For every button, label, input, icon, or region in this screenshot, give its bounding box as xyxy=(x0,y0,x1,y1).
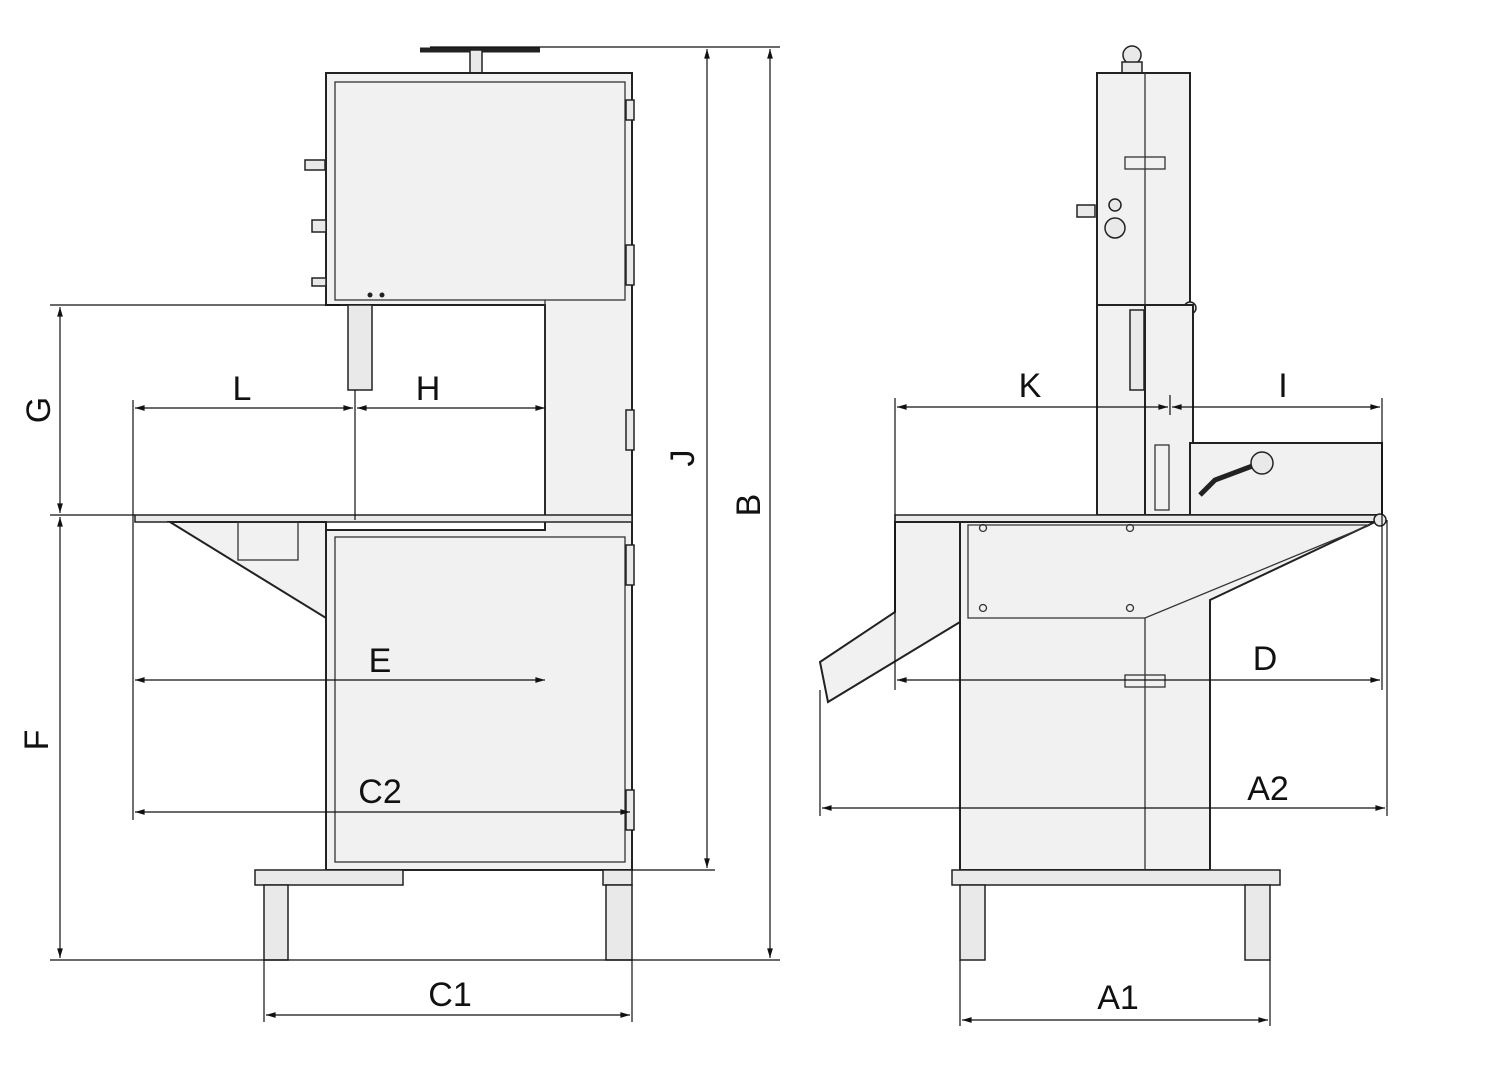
label-A2: A2 xyxy=(1247,770,1289,808)
label-F: F xyxy=(18,730,56,751)
label-K: K xyxy=(1019,367,1042,405)
front-table xyxy=(134,514,633,523)
label-B: B xyxy=(730,494,768,517)
blade-guide xyxy=(347,304,373,391)
front-view-machine xyxy=(134,47,635,961)
label-G: G xyxy=(20,397,58,423)
label-J: J xyxy=(664,450,702,467)
label-L: L xyxy=(233,370,252,408)
side-base xyxy=(951,869,1281,886)
front-leg-right xyxy=(605,884,633,961)
side-chute xyxy=(818,521,961,704)
front-bracket xyxy=(166,521,327,620)
label-D: D xyxy=(1253,640,1278,678)
side-table xyxy=(894,514,1383,523)
front-leg-left xyxy=(263,884,289,961)
side-leg-right xyxy=(1244,884,1271,961)
label-H: H xyxy=(416,370,441,408)
front-base xyxy=(254,869,404,886)
label-E: E xyxy=(369,642,392,680)
side-body xyxy=(959,521,1376,871)
side-view-machine xyxy=(818,45,1387,961)
side-head xyxy=(1096,72,1191,306)
front-body xyxy=(325,72,633,871)
front-dimensions: G L H J B E F C2 C1 xyxy=(18,46,780,1022)
label-C1: C1 xyxy=(428,976,471,1014)
label-C2: C2 xyxy=(358,773,401,811)
side-dimensions: K I D A2 A1 xyxy=(819,367,1388,1026)
label-I: I xyxy=(1278,367,1287,405)
side-leg-left xyxy=(959,884,986,961)
label-A1: A1 xyxy=(1097,979,1139,1017)
